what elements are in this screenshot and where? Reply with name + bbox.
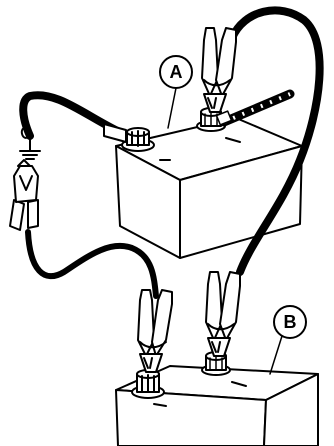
battery-b-negative-terminal <box>132 370 164 398</box>
clamp-battery-a-positive <box>202 28 236 112</box>
callout-b: B <box>270 306 306 374</box>
callout-a: A <box>160 56 192 128</box>
ground-symbol <box>20 140 40 159</box>
label-battery-b: B <box>284 312 297 332</box>
clamp-battery-b-negative <box>138 290 172 372</box>
negative-jumper-cable <box>28 232 156 296</box>
battery-a-ground-cable <box>22 95 126 142</box>
label-battery-a: A <box>170 62 183 82</box>
clamp-free-negative <box>10 160 38 230</box>
clamp-battery-b-positive <box>206 272 240 356</box>
battery-a-vehicle-cable <box>217 94 290 125</box>
